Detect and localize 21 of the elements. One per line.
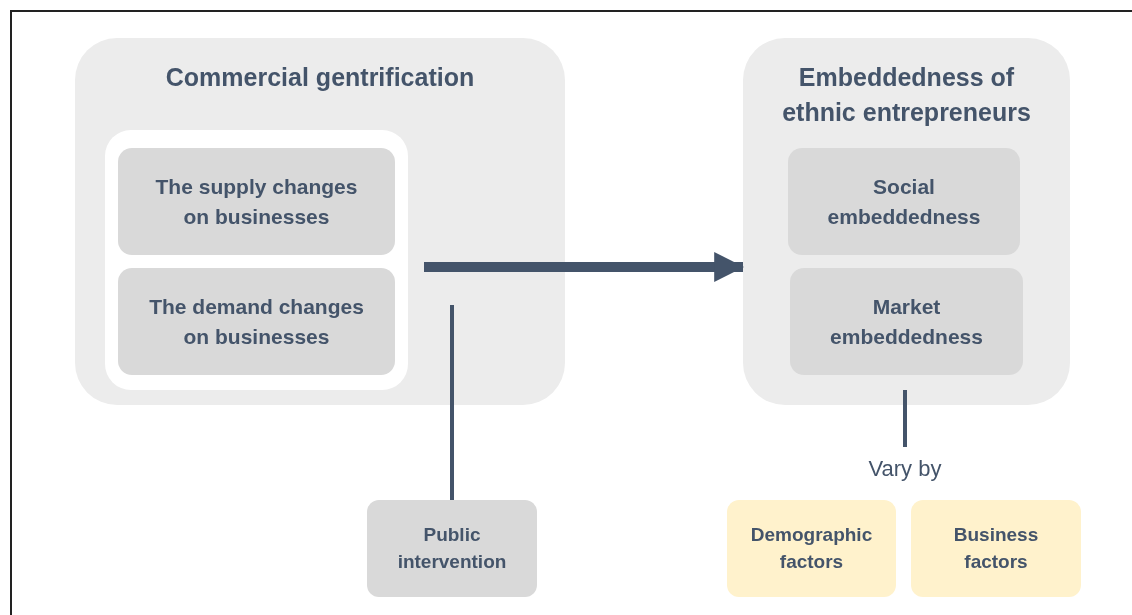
node-label: Public intervention (396, 522, 508, 574)
connector-line (450, 305, 454, 500)
node-label: Vary by (868, 454, 942, 483)
connector-line (903, 390, 907, 447)
group-panel (743, 38, 1070, 405)
group-title: Commercial gentrification (165, 62, 475, 93)
concept-box (118, 148, 395, 255)
concept-box (118, 268, 395, 375)
inner-panel (105, 130, 408, 390)
group-title: Embeddedness of ethnic entrepreneurs (781, 62, 1032, 128)
node-label: The demand changes on businesses (148, 294, 365, 350)
node-label: The supply changes on businesses (154, 174, 359, 230)
factor-box (911, 500, 1081, 597)
factor-box (727, 500, 896, 597)
node-label: Demographic factors (749, 522, 874, 574)
arrow (424, 252, 745, 282)
node-label: Market embeddedness (829, 294, 984, 350)
node-label: Social embeddedness (826, 174, 982, 230)
factor-box (367, 500, 537, 597)
node-label: Business factors (952, 522, 1040, 574)
group-panel (75, 38, 565, 405)
